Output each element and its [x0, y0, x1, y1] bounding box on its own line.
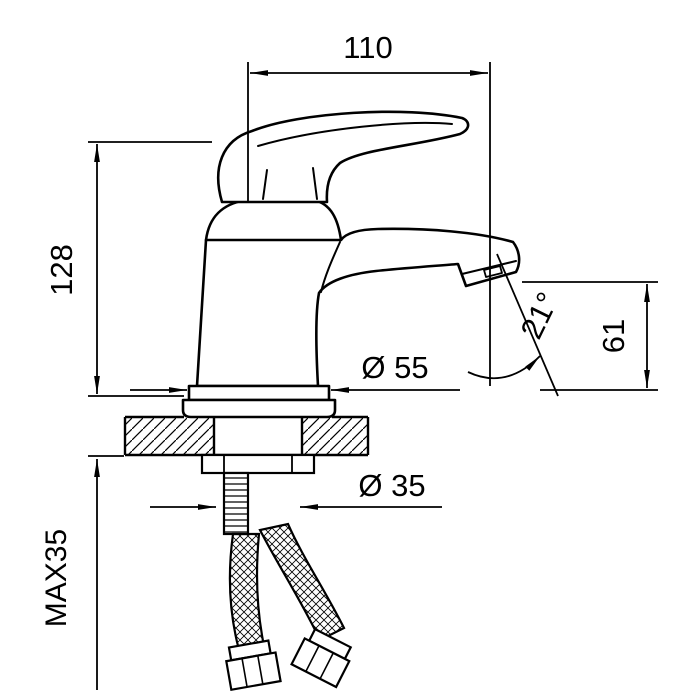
- faucet-cap: [204, 198, 343, 242]
- angle-arc-arrow: [467, 355, 541, 380]
- countertop-hatch-left: [126, 418, 213, 454]
- base-skirt: [181, 398, 337, 419]
- threaded-stud: [222, 471, 250, 536]
- label-hole-diameter: Ø 35: [358, 468, 425, 503]
- dimension-max35: [88, 455, 124, 690]
- faucet-handle: [217, 110, 470, 204]
- dimension-110: [247, 62, 491, 386]
- aerator-line: [461, 260, 517, 275]
- dimension-61: [522, 281, 658, 391]
- faucet-body-spout: [195, 227, 521, 388]
- dimension-128: [88, 141, 212, 397]
- handle-detail-line: [257, 122, 453, 147]
- handle-hub-lines: [262, 167, 318, 200]
- countertop-section: [123, 415, 370, 457]
- hose-nut-left: [225, 639, 282, 692]
- mounting-nut: [200, 453, 316, 475]
- label-top-width: 110: [343, 30, 392, 65]
- dimensions: [88, 62, 658, 690]
- spout-junction-line: [320, 241, 341, 293]
- mounting-hardware: [200, 453, 316, 536]
- hose-right: [258, 522, 346, 642]
- label-max-thickness: MAX35: [40, 529, 73, 627]
- label-spout-angle: 21°: [514, 287, 566, 344]
- hose-nut-right: [290, 627, 353, 689]
- faucet-outline: [181, 110, 521, 419]
- aerator-outlet: [483, 265, 503, 278]
- label-spout-height: 61: [596, 319, 631, 353]
- label-overall-height: 128: [44, 244, 79, 296]
- dimension-angle-21: [467, 253, 559, 397]
- angle-slant-line: [496, 253, 559, 397]
- stud-threads: [224, 477, 248, 533]
- faucet-shank-lines: [212, 417, 304, 455]
- dimension-labels: 110 128 61 21° Ø 55 Ø 35 MAX35: [40, 30, 631, 627]
- countertop-hatch-right: [303, 418, 367, 454]
- base-ring: [187, 384, 331, 402]
- mounting-nut-facets: [223, 455, 293, 473]
- flexible-hoses: [225, 522, 353, 692]
- label-base-diameter: Ø 55: [361, 350, 428, 385]
- hose-left: [228, 532, 266, 648]
